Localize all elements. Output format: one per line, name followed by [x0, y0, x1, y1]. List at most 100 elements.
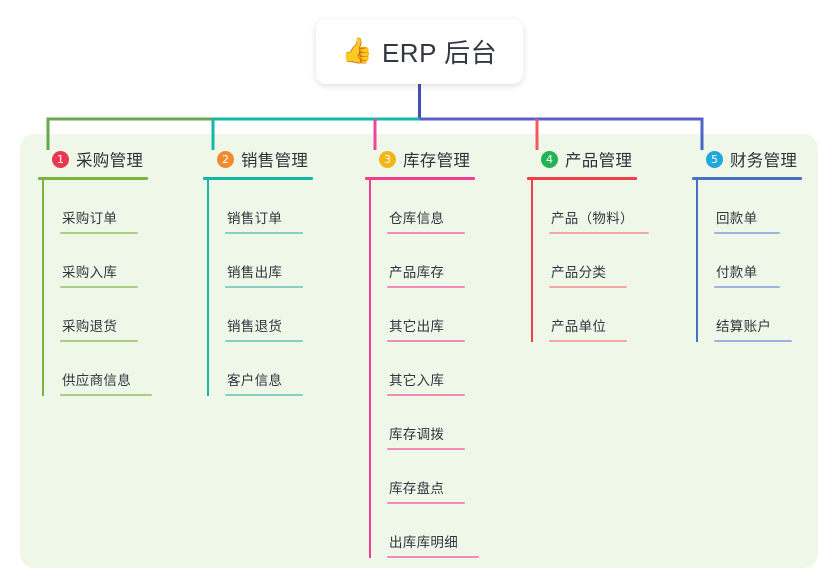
branch-item[interactable]: 供应商信息 — [38, 342, 152, 396]
branch-item[interactable]: 采购退货 — [38, 288, 152, 342]
branch-header-underline — [38, 177, 148, 180]
branch-item[interactable]: 采购订单 — [38, 180, 152, 234]
branch-spine — [531, 180, 533, 342]
branch-column-5: 5 财务管理回款单付款单结算账户 — [692, 146, 802, 342]
branch-item-label: 库存盘点 — [389, 481, 445, 496]
branch-item-underline — [714, 232, 780, 234]
branch-item[interactable]: 销售出库 — [203, 234, 313, 288]
branch-item-underline — [387, 448, 465, 450]
branch-item-underline — [225, 232, 303, 234]
branch-item-underline — [549, 286, 627, 288]
branch-item[interactable]: 结算账户 — [692, 288, 802, 342]
branch-item[interactable]: 产品库存 — [365, 234, 479, 288]
branch-item[interactable]: 其它入库 — [365, 342, 479, 396]
branch-item-label: 客户信息 — [227, 373, 283, 388]
branch-number-badge: 5 — [706, 150, 723, 168]
branch-title: 产品管理 — [565, 152, 633, 170]
branch-item-label: 产品分类 — [551, 265, 607, 280]
branch-spine — [207, 180, 209, 396]
branch-backdrop-panel — [20, 134, 818, 568]
branch-item-label: 其它入库 — [389, 373, 445, 388]
branch-item-label: 库存调拨 — [389, 427, 445, 442]
branch-item-underline — [549, 232, 649, 234]
branch-spine — [369, 180, 371, 558]
branch-header-underline — [527, 177, 637, 180]
branch-item[interactable]: 产品（物料） — [527, 180, 649, 234]
branch-header-4[interactable]: 4 产品管理 — [527, 146, 649, 172]
branch-header-2[interactable]: 2 销售管理 — [203, 146, 313, 172]
branch-item-underline — [387, 394, 465, 396]
branch-header-underline — [203, 177, 313, 180]
branch-item[interactable]: 其它出库 — [365, 288, 479, 342]
branch-title: 库存管理 — [403, 152, 471, 170]
branch-number-badge: 1 — [52, 150, 69, 168]
branch-item[interactable]: 销售订单 — [203, 180, 313, 234]
branch-item-underline — [60, 340, 138, 342]
root-node[interactable]: 👍 ERP 后台 — [316, 19, 523, 84]
branch-item-underline — [387, 232, 465, 234]
branch-item-label: 采购入库 — [62, 265, 118, 280]
branch-header-underline — [692, 177, 802, 180]
branch-column-3: 3 库存管理仓库信息产品库存其它出库其它入库库存调拨库存盘点出库库明细 — [365, 146, 479, 558]
branch-item-list: 采购订单采购入库采购退货供应商信息 — [38, 180, 152, 396]
branch-item[interactable]: 出库库明细 — [365, 504, 479, 558]
branch-item-underline — [225, 286, 303, 288]
branch-item-underline — [387, 556, 479, 558]
branch-item-label: 结算账户 — [716, 319, 772, 334]
branch-item-label: 其它出库 — [389, 319, 445, 334]
branch-title: 财务管理 — [730, 152, 798, 170]
branch-item-label: 采购订单 — [62, 211, 118, 226]
branch-item-underline — [387, 340, 465, 342]
branch-item[interactable]: 回款单 — [692, 180, 802, 234]
branch-item-underline — [225, 340, 303, 342]
branch-item-underline — [60, 286, 138, 288]
branch-item-label: 产品（物料） — [551, 211, 634, 226]
branch-item-label: 销售退货 — [227, 319, 283, 334]
branch-header-underline — [365, 177, 475, 180]
branch-item[interactable]: 付款单 — [692, 234, 802, 288]
branch-item-underline — [225, 394, 303, 396]
branch-item-label: 出库库明细 — [389, 535, 458, 550]
branch-column-4: 4 产品管理产品（物料） 产品分类产品单位 — [527, 146, 649, 342]
branch-item-label: 付款单 — [716, 265, 758, 280]
branch-item[interactable]: 库存盘点 — [365, 450, 479, 504]
branch-item-underline — [60, 394, 152, 396]
branch-item-underline — [549, 340, 627, 342]
branch-item-list: 回款单付款单结算账户 — [692, 180, 802, 342]
branch-item-label: 回款单 — [716, 211, 758, 226]
branch-item-label: 产品库存 — [389, 265, 445, 280]
branch-item[interactable]: 采购入库 — [38, 234, 152, 288]
branch-column-2: 2 销售管理销售订单销售出库销售退货客户信息 — [203, 146, 313, 396]
branch-item[interactable]: 客户信息 — [203, 342, 313, 396]
branch-title: 销售管理 — [241, 152, 309, 170]
branch-item[interactable]: 产品分类 — [527, 234, 649, 288]
branch-item[interactable]: 库存调拨 — [365, 396, 479, 450]
branch-item-list: 产品（物料） 产品分类产品单位 — [527, 180, 649, 342]
branch-header-1[interactable]: 1 采购管理 — [38, 146, 152, 172]
branch-item[interactable]: 销售退货 — [203, 288, 313, 342]
branch-header-5[interactable]: 5 财务管理 — [692, 146, 802, 172]
branch-item-label: 采购退货 — [62, 319, 118, 334]
branch-item-label: 供应商信息 — [62, 373, 131, 388]
branch-number-badge: 4 — [541, 150, 558, 168]
branch-item-label: 仓库信息 — [389, 211, 445, 226]
branch-spine — [42, 180, 44, 396]
branch-item[interactable]: 产品单位 — [527, 288, 649, 342]
branch-item-underline — [714, 340, 792, 342]
root-title: ERP 后台 — [381, 38, 498, 68]
branch-column-1: 1 采购管理采购订单采购入库采购退货供应商信息 — [38, 146, 152, 396]
branch-item[interactable]: 仓库信息 — [365, 180, 479, 234]
branch-header-3[interactable]: 3 库存管理 — [365, 146, 479, 172]
branch-item-label: 产品单位 — [551, 319, 607, 334]
branch-title: 采购管理 — [76, 152, 144, 170]
branch-number-badge: 2 — [217, 150, 234, 168]
branch-item-list: 仓库信息产品库存其它出库其它入库库存调拨库存盘点出库库明细 — [365, 180, 479, 558]
branch-item-underline — [387, 502, 465, 504]
branch-number-badge: 3 — [379, 150, 396, 168]
branch-item-underline — [714, 286, 780, 288]
thumbs-up-icon: 👍 — [341, 37, 373, 65]
branch-item-list: 销售订单销售出库销售退货客户信息 — [203, 180, 313, 396]
branch-item-underline — [387, 286, 465, 288]
branch-item-label: 销售订单 — [227, 211, 283, 226]
